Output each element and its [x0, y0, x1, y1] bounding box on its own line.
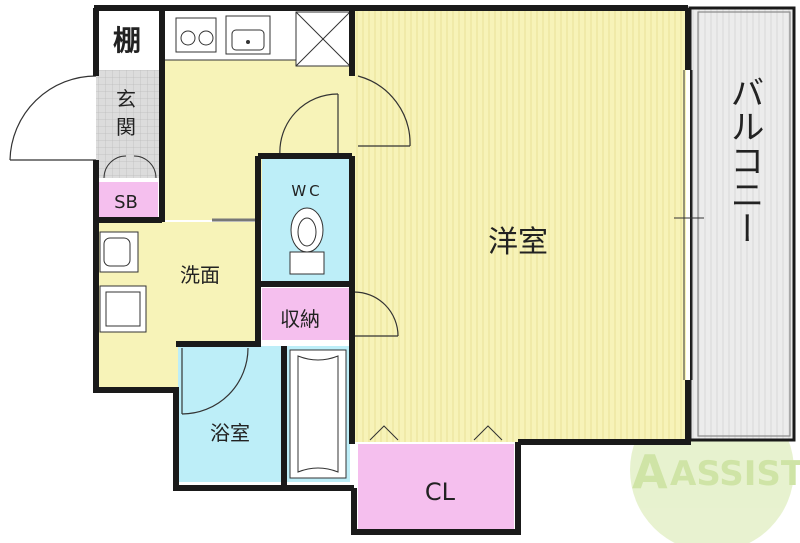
- bathroom-door-swing: [181, 347, 249, 415]
- balcony-label: バルコニー: [724, 75, 764, 245]
- shoe-box: SB: [98, 182, 158, 218]
- wc-label: WC: [291, 182, 322, 200]
- toilet-icon: [289, 207, 325, 275]
- balcony-label-text: バルコニー: [724, 75, 764, 245]
- western-room: [354, 10, 686, 442]
- entrance-label-2: 関: [116, 115, 136, 139]
- washbasin-icon: [99, 231, 139, 273]
- shelf-label: 棚: [113, 24, 141, 57]
- svg-text:A: A: [632, 445, 668, 499]
- shelf: 棚: [96, 10, 162, 68]
- wc-room: WC: [262, 93, 352, 282]
- entrance-door-swing: [9, 75, 97, 161]
- storage: 収納: [262, 288, 399, 340]
- closet-label: CL: [425, 478, 456, 506]
- storage-label: 収納: [280, 307, 320, 331]
- walls: [93, 5, 691, 535]
- stove-icon: [175, 17, 217, 53]
- balcony: [688, 6, 796, 442]
- washroom-label: 洗面: [180, 263, 220, 287]
- shoe-box-label: SB: [114, 192, 138, 213]
- wc-door-swing: [279, 93, 339, 157]
- western-room-door-swing: [357, 75, 411, 147]
- washing-machine-icon: [99, 285, 147, 333]
- entrance: 玄 関: [9, 70, 160, 179]
- bathroom-label: 浴室: [210, 421, 250, 445]
- bathtub-icon: [289, 349, 347, 479]
- western-room-label: 洋室: [488, 225, 548, 260]
- storage-door-swing: [353, 291, 399, 337]
- entrance-label-1: 玄: [116, 87, 136, 111]
- watermark-logo-text: ASSIST: [670, 454, 800, 494]
- sink-icon: [225, 15, 271, 55]
- closet: CL: [358, 425, 514, 530]
- bathroom: 浴室: [178, 346, 350, 482]
